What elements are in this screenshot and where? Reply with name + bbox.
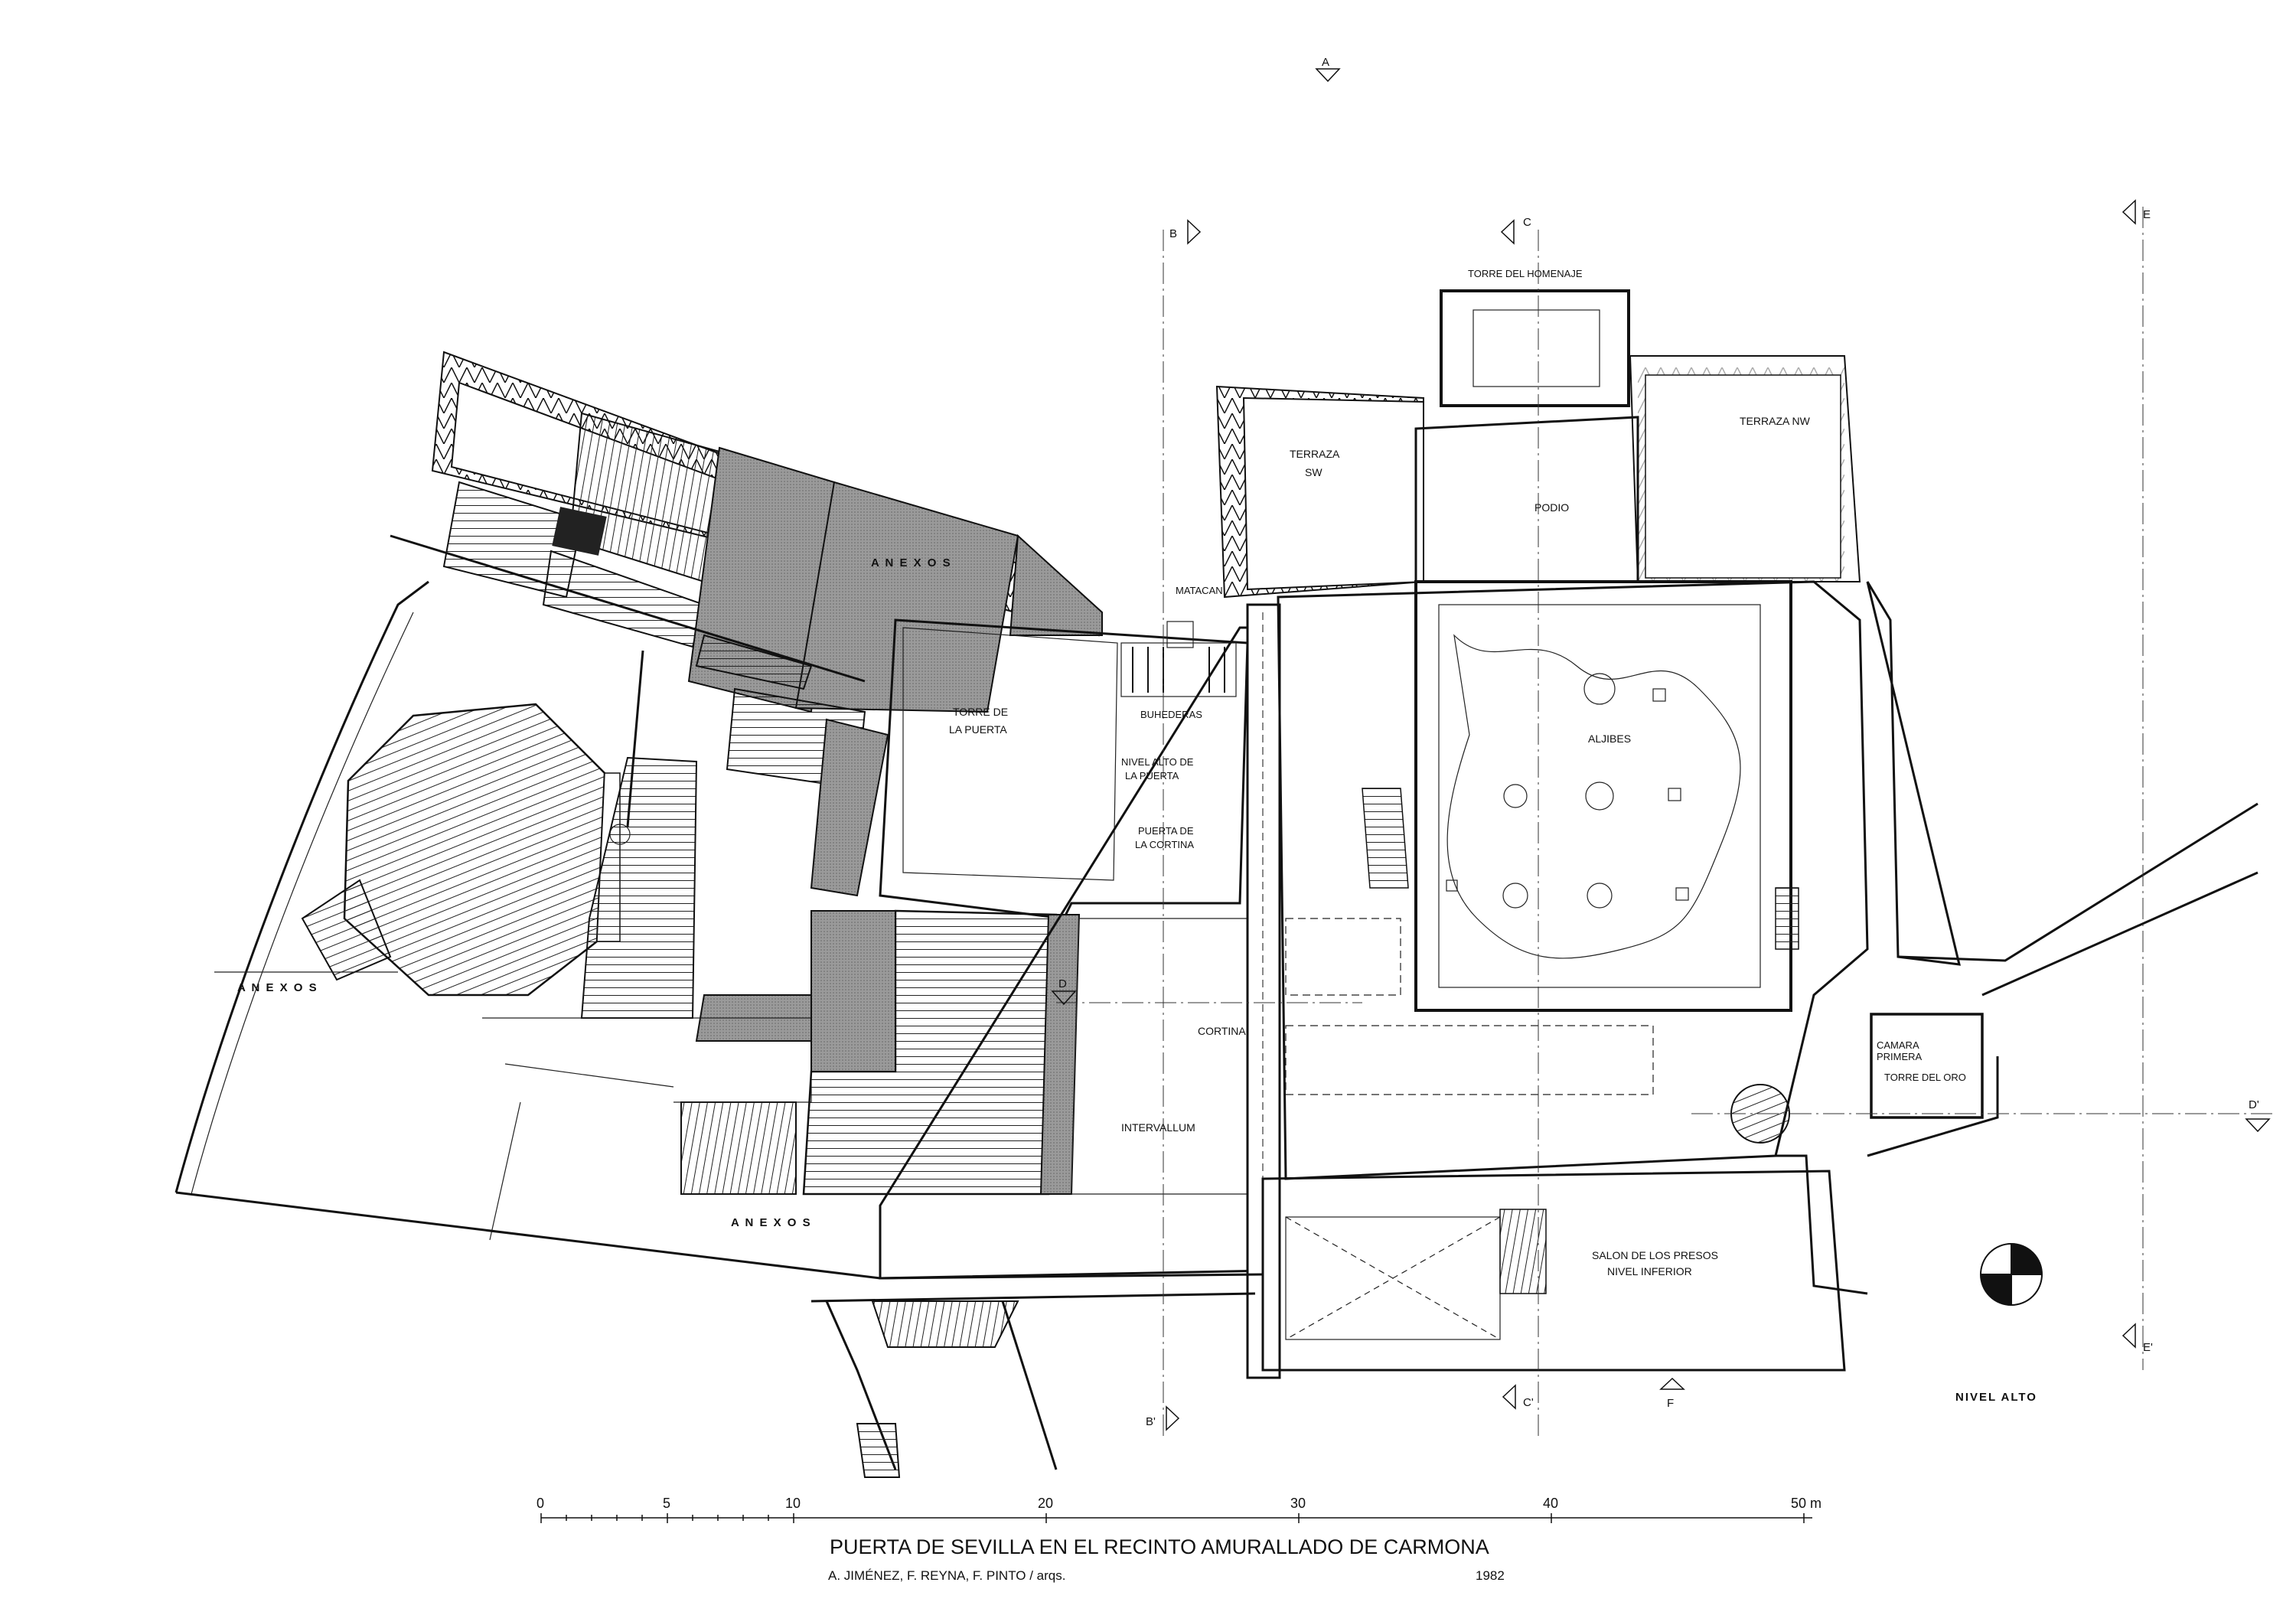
scale-tick-30: 30 <box>1290 1496 1306 1511</box>
label-podio: PODIO <box>1534 501 1569 514</box>
scale-tick-5: 5 <box>663 1496 670 1511</box>
drawing-authors: A. JIMÉNEZ, F. REYNA, F. PINTO / arqs. <box>828 1568 1065 1583</box>
section-e-label: E <box>2143 208 2151 221</box>
section-marker-c-prime: C' <box>1502 1384 1534 1410</box>
label-puerta-cortina-1: PUERTA DE <box>1138 825 1194 837</box>
section-marker-a: A <box>1315 56 1341 83</box>
label-torre-puerta-2: LA PUERTA <box>949 723 1007 736</box>
label-puerta-cortina-2: LA CORTINA <box>1135 839 1194 850</box>
east-block <box>1261 580 2258 1372</box>
label-camara-3: TORRE DEL ORO <box>1884 1072 1966 1083</box>
section-d-label: D <box>1058 977 1067 990</box>
label-nivel-alto: NIVEL ALTO <box>1955 1391 2037 1404</box>
label-terraza-nw: TERRAZA NW <box>1740 415 1811 427</box>
south-annex <box>175 1191 1264 1478</box>
label-anexos-top: A N E X O S <box>871 556 952 569</box>
section-e-prime-label: E' <box>2143 1341 2153 1354</box>
label-anexos-left: A N E X O S <box>237 981 318 994</box>
section-marker-c: C <box>1500 216 1531 245</box>
compass-icon <box>1980 1243 2043 1306</box>
label-camara-1: CAMARA <box>1877 1039 1919 1051</box>
section-marker-b-prime: B' <box>1146 1405 1180 1431</box>
section-a-label: A <box>1322 56 1329 69</box>
section-b-label: B <box>1169 227 1177 240</box>
section-marker-d-prime: D' <box>2245 1098 2271 1133</box>
label-cortina: CORTINA <box>1198 1025 1246 1037</box>
section-marker-e-prime: E' <box>2122 1323 2153 1354</box>
label-terraza-sw-1: TERRAZA <box>1290 448 1340 460</box>
label-salon-1: SALON DE LOS PRESOS <box>1592 1249 1718 1261</box>
section-d-prime-label: D' <box>2249 1098 2259 1111</box>
west-wing <box>174 351 1103 1241</box>
scale-tick-0: 0 <box>536 1496 544 1511</box>
scale-bar: 0 5 10 20 30 40 50 m <box>536 1496 1821 1523</box>
section-marker-e: E <box>2122 199 2151 225</box>
section-marker-d: D <box>1051 977 1077 1006</box>
label-camara-2: PRIMERA <box>1877 1051 1923 1062</box>
drawing-year: 1982 <box>1476 1568 1505 1583</box>
label-intervallum: INTERVALLUM <box>1121 1121 1195 1134</box>
section-lines <box>1056 207 2273 1439</box>
label-terraza-sw-2: SW <box>1305 466 1322 478</box>
label-nivel-alto-puerta-2: LA PUERTA <box>1125 770 1179 781</box>
label-matacan: MATACAN <box>1176 585 1223 596</box>
label-nivel-alto-puerta-1: NIVEL ALTO DE <box>1121 756 1194 768</box>
label-aljibes: ALJIBES <box>1588 732 1631 745</box>
room-labels: TORRE DEL HOMENAJE TERRAZA SW TERRAZA NW… <box>237 268 2037 1404</box>
section-marker-b: B <box>1169 219 1202 245</box>
section-c-label: C <box>1523 216 1531 229</box>
section-f-label: F <box>1667 1397 1674 1410</box>
north-block <box>1215 289 1861 599</box>
label-salon-2: NIVEL INFERIOR <box>1607 1265 1692 1277</box>
scale-tick-10: 10 <box>785 1496 801 1511</box>
scale-tick-50: 50 m <box>1791 1496 1821 1511</box>
section-c-prime-label: C' <box>1523 1396 1534 1409</box>
section-marker-f: F <box>1659 1377 1685 1410</box>
label-torre-puerta-1: TORRE DE <box>953 706 1008 718</box>
section-b-prime-label: B' <box>1146 1415 1156 1428</box>
label-anexos-bottom: A N E X O S <box>731 1216 812 1229</box>
cisterns <box>1362 580 1792 1012</box>
drawing-title: PUERTA DE SEVILLA EN EL RECINTO AMURALLA… <box>830 1535 1489 1558</box>
scale-tick-40: 40 <box>1543 1496 1558 1511</box>
label-buhederas: BUHEDERAS <box>1140 709 1202 720</box>
label-torre-homenaje: TORRE DEL HOMENAJE <box>1468 268 1583 279</box>
scale-tick-20: 20 <box>1038 1496 1053 1511</box>
